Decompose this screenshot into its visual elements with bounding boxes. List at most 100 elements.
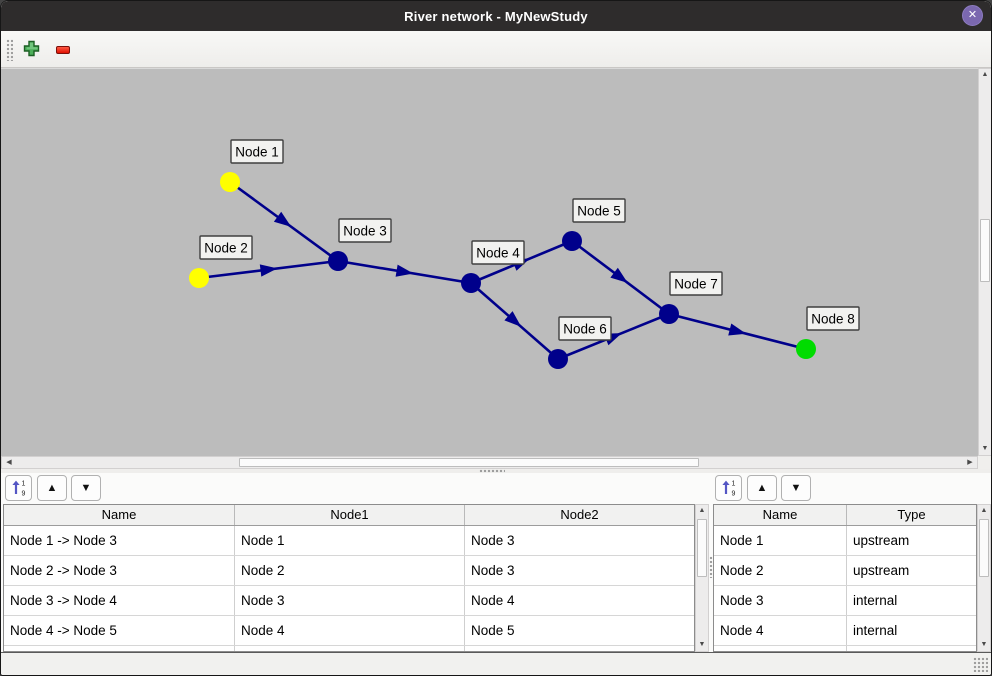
flow-direction-arrow-icon <box>610 267 628 283</box>
scroll-down-icon[interactable]: ▼ <box>981 445 989 452</box>
table-cell[interactable]: internal <box>853 593 898 608</box>
sort-ascending-icon: 1 9 <box>11 478 27 499</box>
move-node-up-button[interactable]: ▲ <box>747 475 777 501</box>
splitter-grip-icon <box>709 556 713 578</box>
node-node-2[interactable] <box>189 268 209 288</box>
scrollbar-thumb[interactable] <box>979 519 989 577</box>
node-node-8[interactable] <box>796 339 816 359</box>
node-node-7[interactable] <box>659 304 679 324</box>
scrollbar-thumb[interactable] <box>239 458 699 467</box>
table-cell[interactable]: Node 5 <box>471 623 515 638</box>
scroll-up-icon[interactable]: ▲ <box>981 71 989 78</box>
table-cell[interactable]: Node 2 <box>235 556 465 585</box>
table-cell[interactable]: Node 3 <box>714 586 847 615</box>
node-label-box <box>558 316 612 341</box>
sort-ascending-icon: 1 9 <box>721 478 737 499</box>
remove-node-button[interactable] <box>52 39 74 61</box>
table-row[interactable]: Node 4 internal <box>714 616 976 646</box>
svg-text:1: 1 <box>731 480 735 487</box>
node-node-5[interactable] <box>562 231 582 251</box>
toolbar-drag-handle[interactable] <box>6 39 13 61</box>
table-cell[interactable]: Node 4 <box>235 616 465 645</box>
table-cell[interactable]: Node 4 <box>471 593 515 608</box>
table-cell[interactable]: Node 3 -> Node 4 <box>4 586 235 615</box>
table-cell[interactable]: Node 3 <box>471 563 515 578</box>
reaches-table: Name Node1 Node2 Node 1 -> Node 3 Node 1… <box>3 504 695 652</box>
red-minus-icon <box>56 46 70 54</box>
table-cell[interactable]: internal <box>853 623 898 638</box>
node-node-6[interactable] <box>548 349 568 369</box>
down-arrow-icon: ▼ <box>790 482 802 494</box>
node-label-box <box>471 240 525 265</box>
table-cell[interactable]: Node 4 <box>714 616 847 645</box>
window-resize-grip[interactable] <box>973 657 988 672</box>
table-row[interactable]: Node 2 upstream <box>714 556 976 586</box>
title-bar[interactable]: River network - MyNewStudy ✕ <box>1 1 991 31</box>
status-bar <box>1 652 991 675</box>
move-reach-up-button[interactable]: ▲ <box>37 475 67 501</box>
green-plus-icon <box>23 40 40 60</box>
scroll-up-icon[interactable]: ▲ <box>980 507 988 514</box>
node-label: Node 8 <box>811 312 855 327</box>
move-node-down-button[interactable]: ▼ <box>781 475 811 501</box>
node-node-3[interactable] <box>328 251 348 271</box>
flow-direction-arrow-icon <box>395 264 414 277</box>
node-label: Node 4 <box>476 246 520 261</box>
scroll-left-icon[interactable]: ◀ <box>6 459 12 466</box>
table-cell[interactable]: Node 1 -> Node 3 <box>4 526 235 555</box>
table-cell[interactable]: upstream <box>853 533 910 548</box>
vertical-splitter[interactable] <box>709 473 713 652</box>
canvas-vertical-scrollbar[interactable]: ▲ ▼ <box>978 68 991 456</box>
move-reach-down-button[interactable]: ▼ <box>71 475 101 501</box>
horizontal-splitter[interactable] <box>1 469 991 473</box>
nodes-table-scrollbar[interactable]: ▲ ▼ <box>977 504 991 652</box>
node-label-box <box>806 306 860 331</box>
column-header-type[interactable]: Type <box>897 507 926 522</box>
column-header-node2[interactable]: Node2 <box>560 507 599 522</box>
table-row[interactable]: Node 4 -> Node 5 Node 4 Node 5 <box>4 616 694 646</box>
scroll-up-icon[interactable]: ▲ <box>698 507 706 514</box>
table-cell[interactable]: Node 4 -> Node 5 <box>4 616 235 645</box>
reaches-table-scrollbar[interactable]: ▲ ▼ <box>695 504 709 652</box>
add-node-button[interactable] <box>20 39 42 61</box>
table-row[interactable]: Node 1 -> Node 3 Node 1 Node 3 <box>4 526 694 556</box>
table-cell[interactable]: Node 3 <box>235 586 465 615</box>
table-cell[interactable]: Node 1 <box>714 526 847 555</box>
node-node-4[interactable] <box>461 273 481 293</box>
table-cell[interactable]: Node 2 <box>714 556 847 585</box>
lower-panels: 1 9 ▲ ▼ 1 9 ▲ ▼ Nam <box>1 473 991 652</box>
flow-direction-arrow-icon <box>504 311 522 327</box>
nodes-table-header: Name Type <box>714 505 976 526</box>
scroll-right-icon[interactable]: ▶ <box>967 459 973 466</box>
table-row[interactable]: Node 3 internal <box>714 586 976 616</box>
table-row-partial <box>714 646 976 651</box>
table-row[interactable]: Node 1 upstream <box>714 526 976 556</box>
scrollbar-thumb[interactable] <box>980 219 990 282</box>
table-cell[interactable]: Node 1 <box>235 526 465 555</box>
canvas-horizontal-scrollbar[interactable]: ◀ ▶ <box>1 456 978 469</box>
node-label-box <box>338 218 392 243</box>
table-cell[interactable]: Node 2 -> Node 3 <box>4 556 235 585</box>
table-cell[interactable]: upstream <box>853 563 910 578</box>
scroll-down-icon[interactable]: ▼ <box>698 641 706 648</box>
up-arrow-icon: ▲ <box>756 482 768 494</box>
table-row-partial <box>4 646 694 651</box>
table-row[interactable]: Node 3 -> Node 4 Node 3 Node 4 <box>4 586 694 616</box>
scroll-down-icon[interactable]: ▼ <box>980 641 988 648</box>
scrollbar-corner <box>978 456 991 469</box>
column-header-name[interactable]: Name <box>4 505 235 525</box>
table-row[interactable]: Node 2 -> Node 3 Node 2 Node 3 <box>4 556 694 586</box>
sort-reaches-button[interactable]: 1 9 <box>5 475 32 501</box>
node-label-box <box>669 271 723 296</box>
close-button[interactable]: ✕ <box>962 5 983 26</box>
svg-text:9: 9 <box>21 490 25 496</box>
column-header-name[interactable]: Name <box>714 505 847 525</box>
scrollbar-thumb[interactable] <box>697 519 707 577</box>
node-label: Node 1 <box>235 145 279 160</box>
sort-nodes-button[interactable]: 1 9 <box>715 475 742 501</box>
node-node-1[interactable] <box>220 172 240 192</box>
table-cell[interactable]: Node 3 <box>471 533 515 548</box>
column-header-node1[interactable]: Node1 <box>235 505 465 525</box>
